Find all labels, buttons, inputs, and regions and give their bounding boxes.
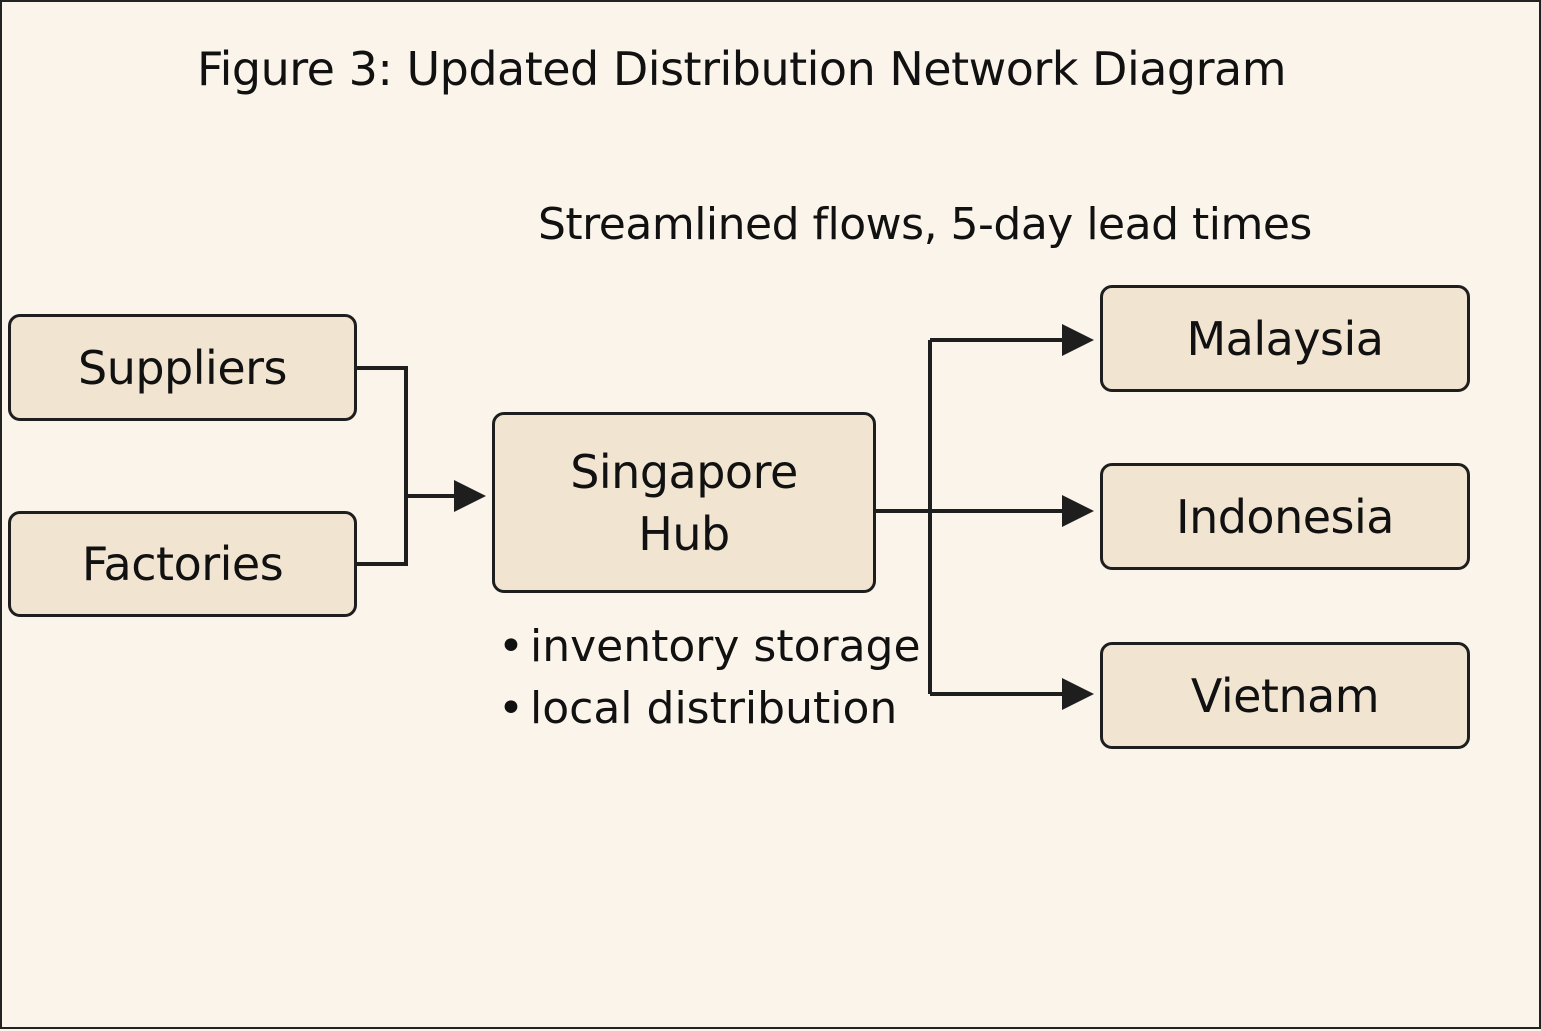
bullet-marker: • (498, 621, 524, 672)
node-indonesia: Indonesia (1100, 463, 1470, 570)
node-malaysia: Malaysia (1100, 285, 1470, 392)
connector-suppliers-to-merge (357, 366, 408, 496)
node-indonesia-label: Indonesia (1176, 489, 1394, 544)
node-hub-label-line1: Singapore (570, 444, 798, 499)
node-suppliers-label: Suppliers (78, 340, 288, 395)
hub-note-text: local distribution (530, 683, 898, 734)
hub-note-text: inventory storage (530, 621, 921, 672)
figure-subtitle: Streamlined flows, 5-day lead times (538, 199, 1312, 250)
node-factories-label: Factories (81, 537, 284, 591)
node-malaysia-label: Malaysia (1186, 311, 1384, 366)
hub-note-item: •inventory storage (498, 616, 921, 678)
node-vietnam-label: Vietnam (1190, 668, 1380, 723)
node-singapore-hub: Singapore Hub (492, 412, 876, 593)
connector-factories-to-merge (357, 496, 408, 566)
bullet-marker: • (498, 683, 524, 734)
node-hub-label-line2: Hub (638, 506, 730, 561)
hub-note-item: •local distribution (498, 678, 921, 740)
node-factories: Factories (8, 511, 357, 617)
node-suppliers: Suppliers (8, 314, 357, 421)
hub-notes-list: •inventory storage •local distribution (498, 616, 921, 740)
figure-title: Figure 3: Updated Distribution Network D… (197, 42, 1287, 96)
node-vietnam: Vietnam (1100, 642, 1470, 749)
